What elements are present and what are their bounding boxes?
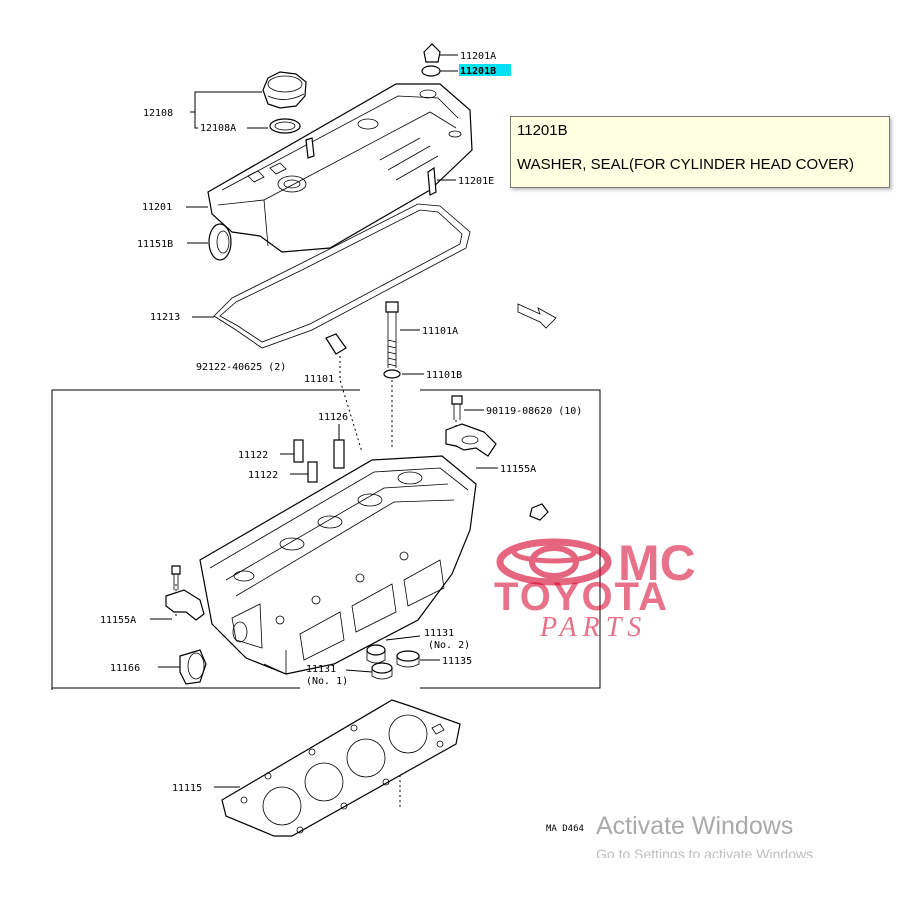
- label-90119[interactable]: 90119-08620 (10): [486, 406, 582, 417]
- label-11201E[interactable]: 11201E: [458, 176, 494, 187]
- part-11166-oil-seal[interactable]: [158, 649, 207, 685]
- label-11131-no1[interactable]: 11131: [306, 664, 336, 675]
- part-tooltip: 11201B WASHER, SEAL(FOR CYLINDER HEAD CO…: [510, 116, 890, 188]
- label-12108A[interactable]: 12108A: [200, 123, 236, 134]
- cylinder-head-assembly-frame: [51, 389, 601, 690]
- label-11135[interactable]: 11135: [442, 656, 472, 667]
- label-92122[interactable]: 92122-40625 (2): [196, 362, 286, 373]
- label-11155A-right[interactable]: 11155A: [500, 464, 536, 475]
- label-11155A-left[interactable]: 11155A: [100, 615, 136, 626]
- tooltip-part-code: 11201B: [517, 122, 568, 139]
- part-nut: [529, 503, 549, 521]
- part-11101-cylinder-head[interactable]: [199, 455, 477, 675]
- part-11101A-head-bolt[interactable]: [385, 301, 420, 368]
- sheet-code: MA D464: [546, 824, 584, 834]
- part-11131-no2-plug[interactable]: [366, 635, 421, 664]
- toyota-logo-icon: [496, 538, 612, 586]
- brand-watermark: MC TOYOTA PARTS: [494, 535, 696, 643]
- label-11131-no2[interactable]: 11131: [424, 628, 454, 639]
- part-cover-stud: [305, 137, 315, 159]
- label-11122-a[interactable]: 11122: [238, 450, 268, 461]
- label-11131-no2-sub: (No. 2): [428, 640, 470, 651]
- label-11201[interactable]: 11201: [142, 202, 172, 213]
- part-11201E-bolt[interactable]: [427, 166, 456, 196]
- part-92122-stud[interactable]: [325, 333, 347, 355]
- label-11213[interactable]: 11213: [150, 312, 180, 323]
- watermark-line2: TOYOTA: [494, 575, 669, 619]
- tooltip-part-description: WASHER, SEAL(FOR CYLINDER HEAD COVER): [517, 156, 854, 173]
- label-11101[interactable]: 11101: [304, 374, 334, 385]
- part-90119-bolt[interactable]: [451, 395, 484, 420]
- part-11131-no1-plug[interactable]: [345, 662, 393, 680]
- label-11101B[interactable]: 11101B: [426, 370, 462, 381]
- part-11101B-washer[interactable]: [383, 369, 401, 379]
- highlight-box: [459, 64, 511, 76]
- part-11122-dowel[interactable]: [280, 439, 304, 463]
- part-11201-head-cover[interactable]: [207, 83, 473, 253]
- part-11151B-seal[interactable]: [208, 223, 232, 261]
- part-11115-head-gasket[interactable]: [221, 699, 461, 837]
- label-11101A[interactable]: 11101A: [422, 326, 458, 337]
- front-direction-arrow: [517, 303, 557, 329]
- label-11122-b[interactable]: 11122: [248, 470, 278, 481]
- part-11213-cover-gasket[interactable]: [213, 203, 471, 349]
- part-12108A-gasket[interactable]: [269, 118, 301, 134]
- watermark-line3: PARTS: [539, 612, 647, 643]
- label-11151B[interactable]: 11151B: [137, 239, 173, 250]
- label-11201A[interactable]: 11201A: [460, 51, 496, 62]
- part-11201B-washer[interactable]: [421, 65, 458, 77]
- part-11122-dowel-2[interactable]: [290, 461, 318, 483]
- label-11166[interactable]: 11166: [110, 663, 140, 674]
- part-11155A-bearing-cap-left[interactable]: [150, 565, 205, 621]
- activate-windows-title: Activate Windows: [596, 812, 794, 840]
- part-12108-oil-filler-cap[interactable]: [262, 71, 307, 109]
- activate-windows-subtitle: Go to Settings to activate Windows.: [596, 846, 817, 858]
- part-11201A-cap-nut[interactable]: [423, 43, 458, 63]
- label-12108[interactable]: 12108: [143, 108, 173, 119]
- watermark-line1: MC: [618, 535, 696, 591]
- label-11131-no1-sub: (No. 1): [306, 676, 348, 687]
- part-11135-plug[interactable]: [396, 650, 440, 668]
- part-11126-pin[interactable]: [333, 424, 345, 469]
- label-11126[interactable]: 11126: [318, 412, 348, 423]
- label-11115[interactable]: 11115: [172, 783, 202, 794]
- part-11155A-bearing-cap-right[interactable]: [445, 423, 498, 469]
- label-11201B[interactable]: 11201B: [460, 66, 496, 77]
